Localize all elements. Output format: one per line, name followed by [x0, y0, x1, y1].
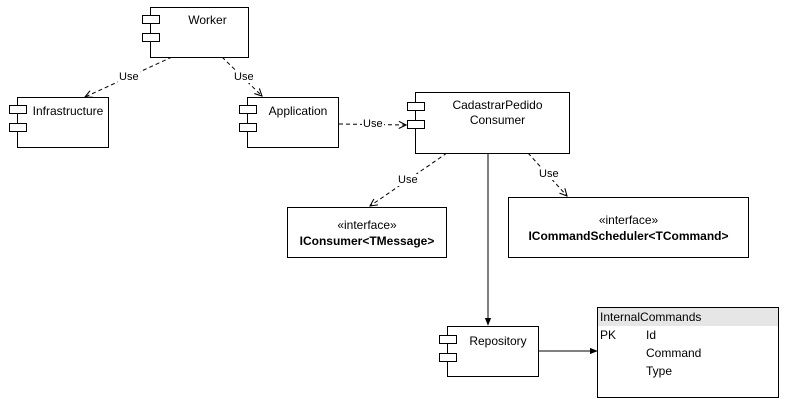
component-icon [407, 102, 425, 111]
component-icon [239, 105, 257, 114]
component-icon [142, 15, 160, 24]
icommandscheduler-stereotype: «interface» [598, 212, 659, 227]
consumer-label-line1: CadastrarPedido [452, 98, 543, 112]
infrastructure-component: Infrastructure [9, 97, 109, 148]
table-row: Command [598, 344, 778, 362]
edge-consumer-iconsumer [370, 152, 448, 206]
row-field: Type [646, 364, 673, 378]
component-icon [439, 353, 457, 362]
table-title: InternalCommands [598, 308, 778, 326]
component-icon [439, 335, 457, 344]
table-row: PK Id [598, 326, 778, 344]
row-field: Id [646, 328, 657, 342]
edge-worker-application [221, 56, 262, 96]
use-label-consumer-ischeduler: Use [538, 168, 560, 180]
row-key: PK [600, 328, 617, 342]
component-icon [9, 105, 27, 114]
repository-label: Repository [469, 334, 527, 348]
application-label: Application [268, 104, 328, 118]
use-label-consumer-iconsumer: Use [397, 174, 419, 186]
worker-label: Worker [188, 13, 227, 27]
repository-component: Repository [439, 326, 539, 377]
component-icon [407, 120, 425, 129]
row-field: Command [646, 346, 702, 360]
use-label-worker-application: Use [233, 71, 255, 83]
iconsumer-name: IConsumer<TMessage> [299, 233, 435, 248]
iconsumer-interface: «interface» IConsumer<TMessage> [287, 207, 447, 258]
cadastrar-pedido-consumer-component: CadastrarPedido Consumer [407, 92, 570, 154]
component-icon [239, 123, 257, 132]
table-row: Type [598, 362, 778, 380]
icommandscheduler-interface: «interface» ICommandScheduler<TCommand> [508, 197, 749, 258]
use-label-worker-infrastructure: Use [118, 71, 140, 83]
icommandscheduler-name: ICommandScheduler<TCommand> [528, 228, 729, 243]
component-icon [9, 123, 27, 132]
edge-worker-infrastructure [85, 56, 173, 97]
use-label-application-consumer: Use [362, 118, 384, 130]
application-component: Application [239, 97, 339, 148]
component-icon [142, 33, 160, 42]
internal-commands-table: InternalCommands PK Id Command Type [597, 307, 779, 398]
iconsumer-stereotype: «interface» [337, 217, 397, 232]
worker-component: Worker [142, 7, 249, 58]
infrastructure-label: Infrastructure [32, 104, 104, 118]
consumer-label-line2: Consumer [469, 113, 526, 127]
